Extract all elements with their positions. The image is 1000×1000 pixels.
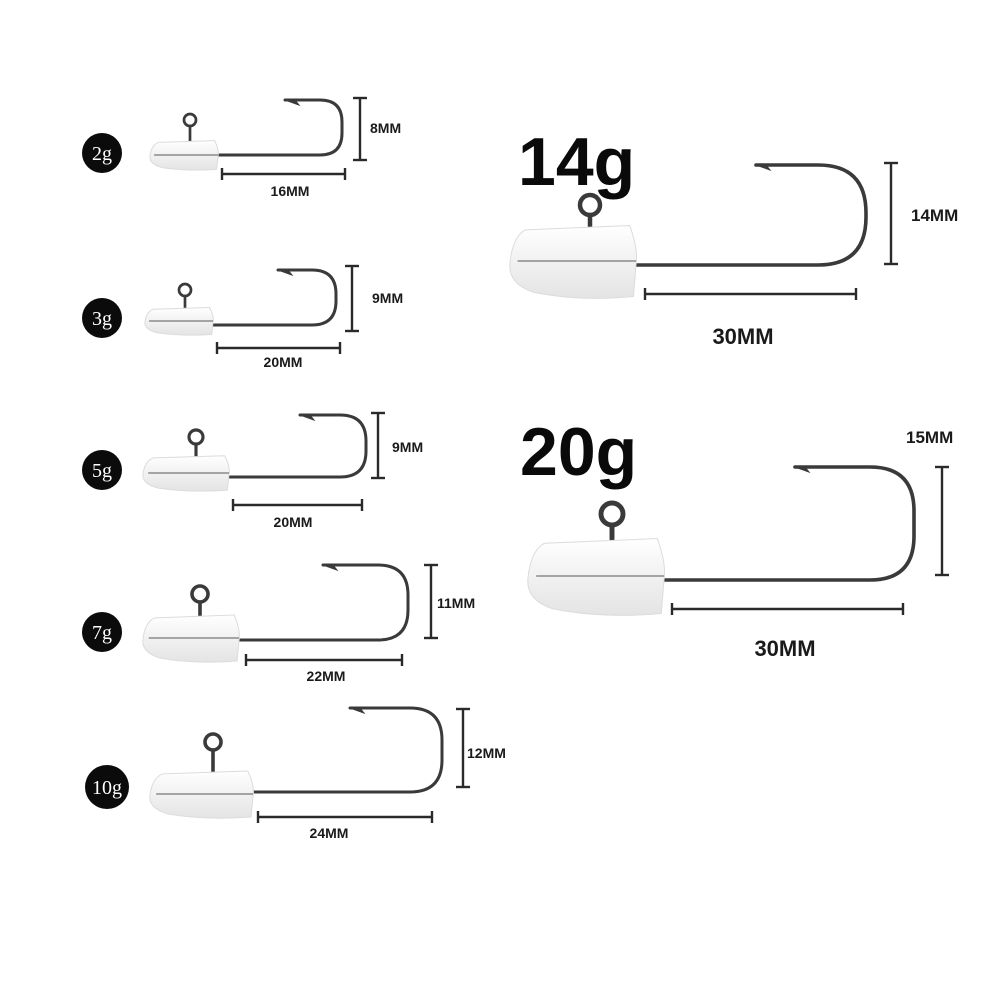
- jig-2g-eye-loop: [182, 112, 198, 128]
- jig-5g-length-label: 20MM: [274, 514, 313, 530]
- jig-20g-eye-loop: [598, 500, 626, 528]
- jig-2g-weight-label: 2g: [92, 143, 112, 165]
- jig-7g-gap-label: 11MM: [437, 595, 475, 611]
- jig-7g-eye-loop: [190, 584, 210, 604]
- jig-10g-weight-label: 10g: [92, 777, 122, 799]
- jig-5g-eye-loop: [187, 428, 205, 446]
- jig-7g-hook-barb: [322, 564, 339, 572]
- jig-20g-weight-label: 20g: [520, 414, 637, 490]
- jig-7g-figure: 7g 22MM 11MM: [82, 563, 475, 684]
- jig-20g-length-label: 30MM: [754, 636, 815, 661]
- jig-5g-figure: 5g 20MM 9MM: [82, 411, 423, 530]
- jig-10g-hook-barb: [349, 707, 366, 715]
- jig-10g-eye-loop: [203, 732, 223, 752]
- jig-7g-weight-badge: [82, 612, 122, 652]
- jig-5g-hook-wire: [225, 413, 368, 479]
- jig-10g-length-label: 24MM: [310, 825, 349, 841]
- jig-14g-weight-label: 14g: [518, 124, 635, 200]
- jig-3g-hook-wire: [209, 268, 338, 327]
- jig-7g-length-label: 22MM: [307, 668, 346, 684]
- jig-3g-length-label: 20MM: [264, 354, 303, 370]
- jig-20g-gap-label: 15MM: [906, 428, 953, 447]
- jig-20g-lead-head: [527, 538, 666, 616]
- jig-2g-length-label: 16MM: [271, 183, 310, 199]
- jig-2g-weight-badge: [82, 133, 122, 173]
- jig-3g-weight-badge: [82, 298, 122, 338]
- jig-2g-hook-wire: [214, 98, 344, 157]
- jig-5g-weight-badge: [82, 450, 122, 490]
- jig-5g-hook-barb: [299, 414, 316, 422]
- jig-14g-figure: 14g 30MM 14MM: [509, 124, 958, 349]
- jig-14g-lead-head: [509, 224, 638, 299]
- jig-14g-gap-label: 14MM: [911, 206, 958, 225]
- jig-2g-gap-label: 8MM: [370, 120, 401, 136]
- jig-3g-figure: 3g 20MM 9MM: [82, 264, 403, 370]
- jig-5g-weight-label: 5g: [92, 460, 112, 482]
- jig-10g-hook-wire: [249, 706, 444, 794]
- jig-10g-gap-label: 12MM: [467, 745, 506, 761]
- jig-20g-hook-barb: [794, 466, 811, 474]
- jig-2g-figure: 2g 16MM 8MM: [82, 96, 401, 199]
- jig-3g-eye-loop: [177, 282, 193, 298]
- jig-5g-gap-label: 9MM: [392, 439, 423, 455]
- jig-10g-figure: 10g 24MM 12MM: [85, 706, 506, 841]
- jig-14g-hook-wire: [632, 163, 868, 267]
- jig-3g-gap-label: 9MM: [372, 290, 403, 306]
- jig-7g-weight-label: 7g: [92, 622, 112, 644]
- jig-10g-weight-badge: [85, 765, 129, 809]
- jig-7g-hook-wire: [235, 563, 410, 642]
- jig-3g-hook-barb: [277, 269, 294, 277]
- jig-20g-figure: 20g 30MM 15MM: [520, 414, 953, 661]
- jig-2g-hook-barb: [284, 99, 301, 107]
- jig-14g-eye-loop: [577, 192, 603, 218]
- jig-14g-hook-barb: [755, 164, 772, 172]
- jig-14g-length-label: 30MM: [712, 324, 773, 349]
- jig-3g-weight-label: 3g: [92, 308, 112, 330]
- jig-20g-hook-wire: [660, 465, 916, 582]
